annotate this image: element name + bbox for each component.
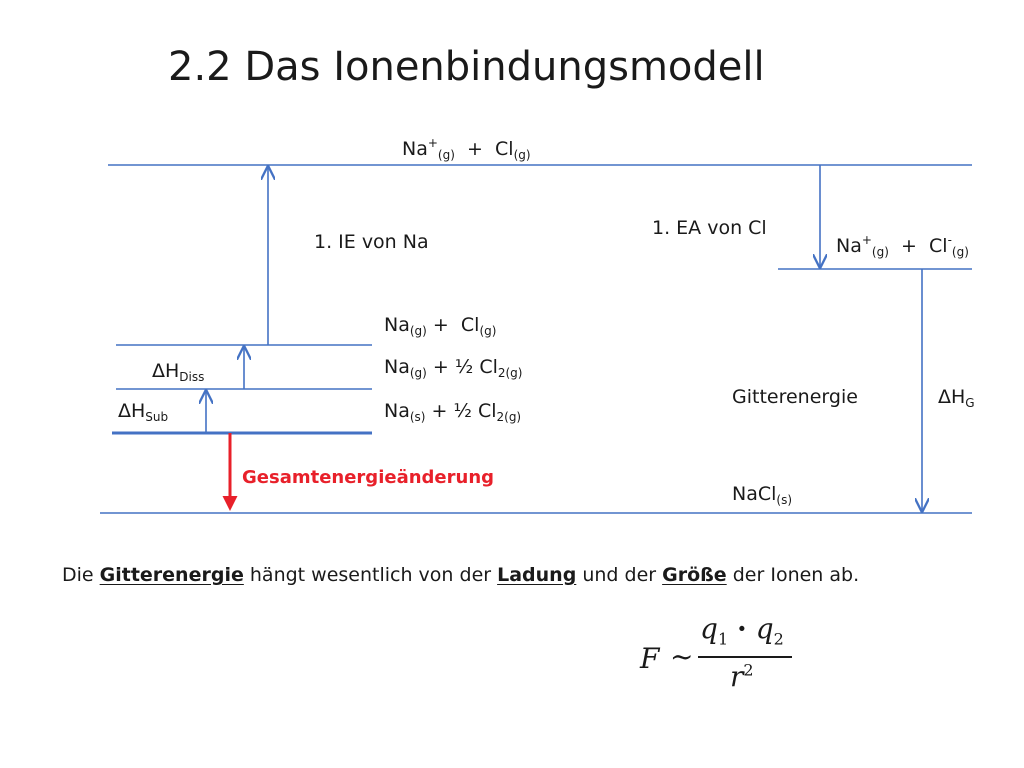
label-half-cl2-gas: Na(g) + ½ Cl2(g) bbox=[384, 356, 523, 380]
label-ea-level: Na+(g) + Cl-(g) bbox=[836, 233, 969, 259]
label-solid-na: Na(s) + ½ Cl2(g) bbox=[384, 400, 522, 424]
label-gesamt: Gesamtenergieänderung bbox=[242, 467, 495, 488]
label-gas-atoms: Na(g) + Cl(g) bbox=[384, 314, 497, 338]
label-gitter: Gitterenergie bbox=[732, 386, 858, 408]
label-dh-g: ΔHG bbox=[938, 386, 975, 410]
label-dh-diss: ΔHDiss bbox=[152, 360, 205, 384]
label-ie: 1. IE von Na bbox=[314, 231, 429, 253]
page-title: 2.2 Das Ionenbindungsmodell bbox=[168, 44, 765, 90]
label-dh-sub: ΔHSub bbox=[118, 400, 169, 424]
label-top-level: Na+(g) + Cl(g) bbox=[402, 136, 531, 162]
explanation-sentence: Die Gitterenergie hängt wesentlich von d… bbox=[62, 564, 860, 586]
label-ea: 1. EA von Cl bbox=[652, 217, 767, 239]
label-nacl: NaCl(s) bbox=[732, 483, 793, 507]
